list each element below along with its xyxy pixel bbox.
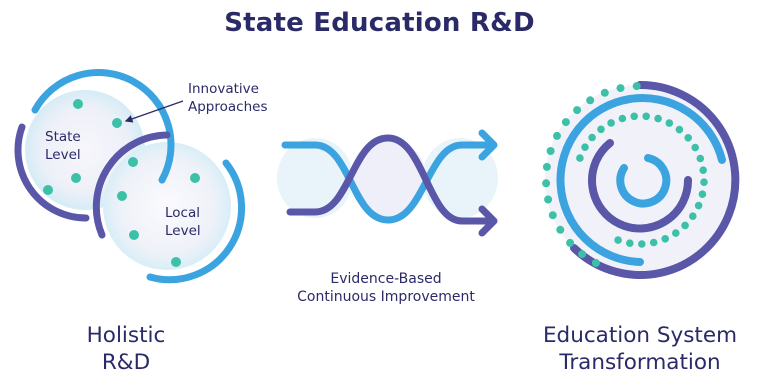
teal-dot (542, 179, 551, 188)
teal-dot (691, 143, 699, 152)
teal-dot (696, 154, 705, 163)
teal-dot (626, 239, 634, 247)
innovative-pointer-arrow (124, 100, 184, 123)
innovative-line2: Approaches (188, 99, 268, 115)
teal-dot (190, 173, 200, 183)
teal-dot (699, 166, 707, 174)
local-line2: Level (165, 223, 201, 239)
purple-arrowhead (478, 205, 498, 237)
teal-dot (698, 190, 707, 198)
teal-dot (546, 147, 555, 155)
outer-dotted-arc (542, 82, 641, 267)
innovative-approaches-label: Innovative Approaches (188, 80, 267, 116)
state-line1: State (45, 129, 81, 145)
improvement-graphic (277, 129, 498, 237)
blue-arrowhead (478, 129, 498, 161)
middle-purple-ring (588, 139, 693, 233)
teal-dot (588, 133, 596, 142)
teal-dot (129, 230, 139, 240)
teal-dot (544, 195, 553, 204)
teal-dot (542, 162, 551, 171)
state-level-label: State Level (45, 128, 81, 164)
blue-strand (281, 141, 492, 224)
improvement-line2: Continuous Improvement (297, 289, 475, 305)
state-line2: Level (45, 147, 81, 163)
holistic-line1: Holistic (86, 323, 166, 348)
teal-dot (661, 235, 669, 243)
teal-dot (607, 119, 615, 127)
glow-center (350, 138, 426, 218)
improvement-line1: Evidence-Based (330, 271, 442, 287)
purple-strand (286, 134, 492, 225)
teal-dot (576, 154, 584, 162)
teal-dot (43, 185, 53, 195)
local-purple-arc (92, 131, 171, 239)
teal-dot (618, 114, 627, 123)
teal-dot (638, 240, 646, 248)
local-blue-arc (146, 159, 246, 284)
blue-ring (556, 94, 726, 266)
teal-dot (578, 250, 587, 259)
teal-dot (614, 236, 622, 244)
teal-dot (665, 119, 674, 127)
teal-dot (171, 257, 181, 267)
innovative-line1: Innovative (188, 81, 259, 97)
teal-dot (591, 259, 600, 267)
teal-dot (654, 114, 662, 123)
glow-left (277, 138, 353, 218)
transformation-line1: Education System (542, 323, 738, 348)
page-title: State Education R&D (224, 8, 535, 38)
teal-dot (632, 82, 641, 91)
holistic-line2: R&D (101, 350, 151, 375)
transformation-graphic (542, 80, 740, 279)
teal-dot (600, 88, 609, 97)
teal-dot (73, 99, 83, 109)
teal-dot (681, 221, 689, 230)
teal-dot (649, 238, 658, 247)
teal-dot (128, 157, 138, 167)
improvement-caption: Evidence-Based Continuous Improvement (280, 270, 492, 306)
transformation-caption: Education System Transformation (530, 322, 750, 376)
teal-dot (566, 238, 575, 247)
teal-dot (700, 178, 708, 186)
teal-dot (573, 106, 582, 115)
teal-dot (616, 84, 625, 93)
teal-dot (694, 201, 703, 210)
local-line1: Local (165, 205, 200, 221)
teal-dot (548, 211, 557, 220)
teal-dot (597, 125, 605, 134)
teal-dot (630, 112, 638, 121)
teal-dot (689, 212, 697, 220)
teal-dot (684, 134, 692, 142)
state-blue-arc (31, 69, 175, 184)
teal-dot (556, 225, 565, 234)
teal-dot (112, 118, 122, 128)
teal-dot (71, 173, 81, 183)
inner-blue-ring (616, 154, 671, 208)
teal-dot (672, 229, 680, 237)
holistic-rd-caption: Holistic R&D (46, 322, 206, 376)
state-purple-arc (14, 123, 90, 222)
inner-dotted-arc (576, 112, 708, 248)
teal-dot (586, 96, 595, 105)
holistic-rd-graphic (14, 69, 246, 284)
teal-dot (553, 131, 561, 140)
teal-dot (117, 191, 127, 201)
outer-purple-ring (570, 80, 740, 279)
local-level-label: Local Level (165, 204, 201, 240)
teal-dot (581, 143, 589, 151)
transformation-line2: Transformation (559, 350, 721, 375)
teal-dot (642, 112, 650, 121)
teal-dot (561, 118, 570, 127)
teal-dot (675, 125, 684, 134)
